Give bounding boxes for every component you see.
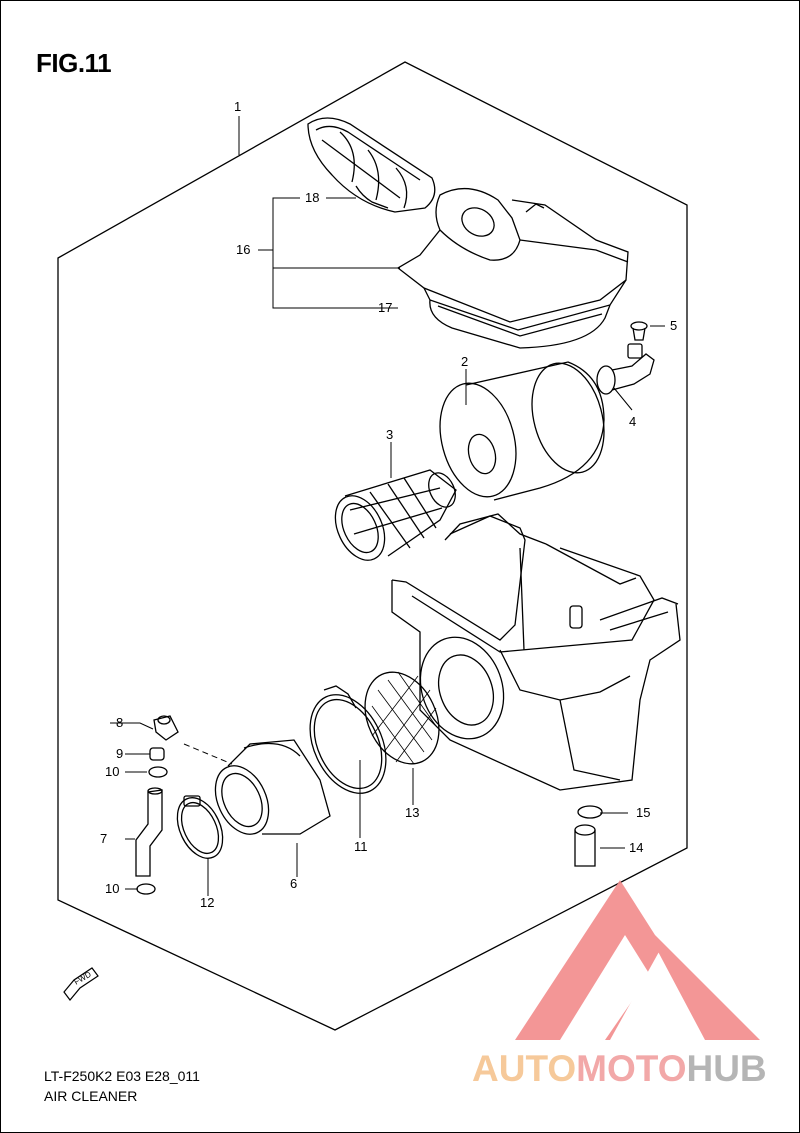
callout-14: 14 bbox=[629, 840, 644, 855]
leader-lines bbox=[110, 116, 665, 896]
callout-11: 11 bbox=[354, 839, 368, 854]
callout-16: 16 bbox=[236, 242, 251, 257]
part-18-snorkel bbox=[307, 117, 436, 213]
callout-2: 2 bbox=[461, 354, 469, 369]
part-12-clamp bbox=[176, 795, 224, 859]
figure-title: FIG.11 bbox=[36, 48, 112, 78]
part-13-screen bbox=[364, 671, 440, 765]
part-14-drain-tube bbox=[574, 824, 596, 867]
part-4-wing-bolt bbox=[596, 343, 655, 395]
callout-3: 3 bbox=[386, 427, 394, 442]
fwd-label: FWD bbox=[73, 970, 93, 987]
callout-12: 12 bbox=[200, 895, 215, 910]
part-6-intake-boot bbox=[214, 739, 331, 835]
part-16-cover bbox=[396, 187, 629, 349]
callout-18: 18 bbox=[305, 190, 320, 205]
assembly-boundary bbox=[57, 61, 688, 1031]
diagram-code: LT-F250K2 E03 E28_011 bbox=[44, 1068, 200, 1084]
callout-5: 5 bbox=[670, 318, 678, 333]
part-5-screw bbox=[630, 321, 648, 341]
watermark-text: AUTOMOTOHUB bbox=[472, 1048, 767, 1090]
watermark-moto: MOTO bbox=[576, 1048, 687, 1089]
callout-4: 4 bbox=[629, 414, 637, 429]
callout-10: 10 bbox=[105, 764, 120, 779]
part-2-filter-element bbox=[439, 361, 605, 501]
callout-6: 6 bbox=[290, 876, 298, 891]
air-cleaner-case bbox=[391, 513, 681, 791]
callout-17: 17 bbox=[378, 300, 393, 315]
callout-10b: 10 bbox=[105, 881, 120, 896]
callout-8: 8 bbox=[116, 715, 124, 730]
callout-1: 1 bbox=[234, 99, 242, 114]
diagram-name: AIR CLEANER bbox=[44, 1088, 138, 1104]
part-9-plug bbox=[149, 747, 165, 761]
callout-7: 7 bbox=[100, 831, 108, 846]
watermark-hub: HUB bbox=[686, 1048, 767, 1089]
fwd-arrow-icon bbox=[63, 967, 99, 1001]
callout-15: 15 bbox=[636, 805, 651, 820]
part-15-clip bbox=[577, 805, 603, 819]
part-3-cage bbox=[334, 469, 457, 561]
part-10-clip bbox=[136, 766, 168, 895]
part-11-clamp bbox=[309, 685, 387, 794]
callout-13: 13 bbox=[405, 805, 420, 820]
watermark-logo bbox=[515, 880, 760, 1040]
callout-9: 9 bbox=[116, 746, 124, 761]
part-7-drain-hose bbox=[135, 787, 163, 877]
watermark-auto: AUTO bbox=[472, 1048, 577, 1089]
part-8-elbow bbox=[153, 715, 179, 741]
